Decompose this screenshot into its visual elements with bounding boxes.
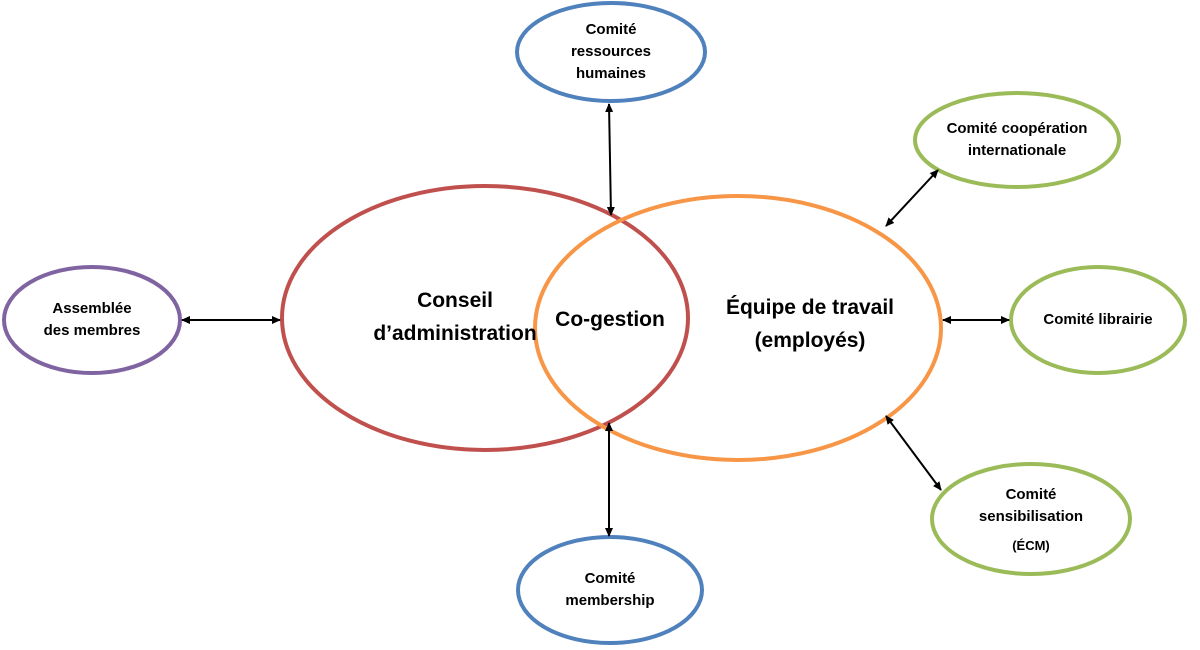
assemblee-label: Assemblée des membres — [43, 300, 141, 339]
sensibilisation-label: Comité sensibilisation — [978, 486, 1084, 525]
equipe-label: Équipe de travail (employés) — [725, 296, 895, 352]
rh-ellipse — [515, 1, 707, 103]
arrow-rh-cogestion — [605, 103, 615, 216]
membership-ellipse — [516, 535, 704, 645]
rh-label: Comité ressources humaines — [570, 21, 652, 82]
cooperation-ellipse — [913, 91, 1121, 189]
arrow-equipe-cooperation — [885, 169, 939, 227]
conseil-ellipse — [280, 184, 690, 452]
conseil-label: Conseil d’administration — [373, 289, 537, 345]
cogestion-label: Co-gestion — [555, 307, 665, 331]
sensibilisation-sub-label: (ÉCM) — [1012, 537, 1050, 553]
equipe-ellipse — [533, 194, 943, 462]
membership-label: Comité membership — [565, 570, 655, 609]
librairie-ellipse — [1009, 265, 1187, 375]
librairie-label: Comité librairie — [1043, 311, 1153, 329]
arrow-equipe-sensibilisation — [885, 415, 942, 491]
assemblee-ellipse — [2, 265, 182, 375]
sensibilisation-ellipse — [930, 462, 1132, 576]
cooperation-label: Comité coopération internationale — [946, 120, 1088, 159]
